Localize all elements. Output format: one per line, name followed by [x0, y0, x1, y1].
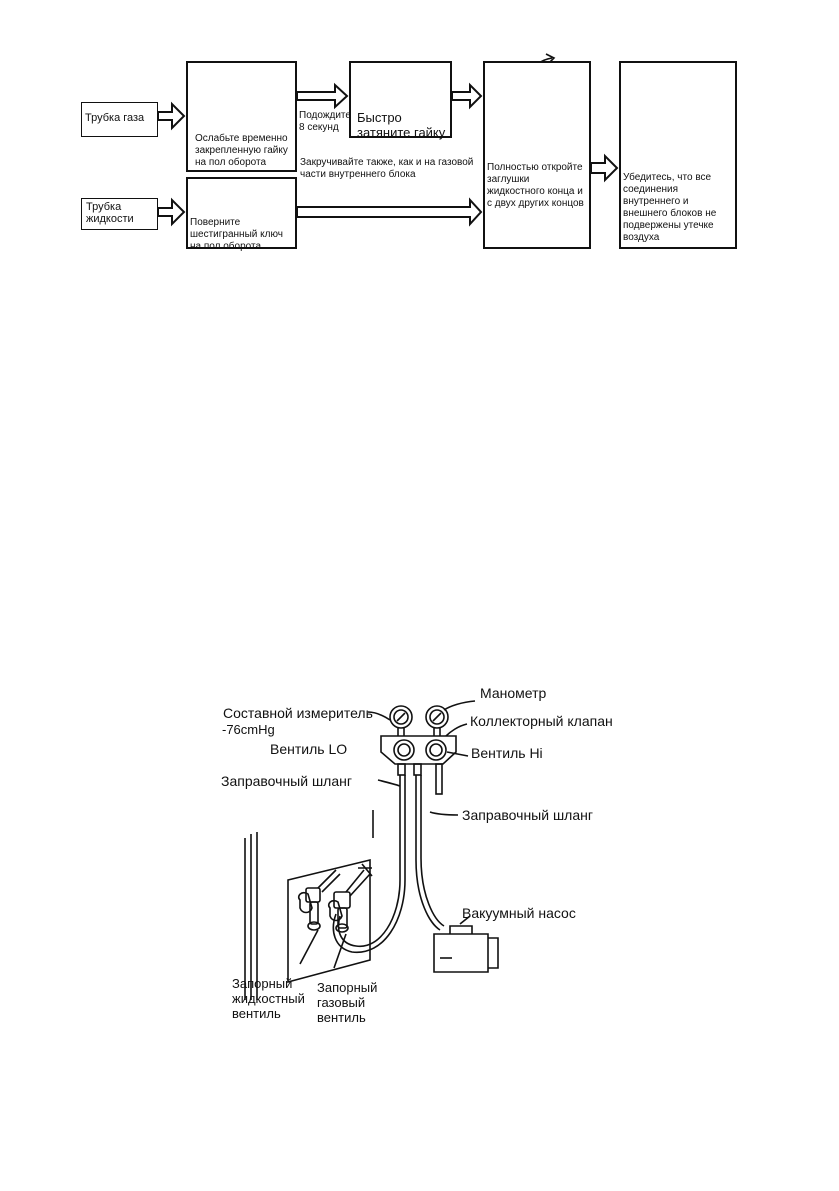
valve-hi-label: Вентиль Hi	[471, 745, 543, 761]
gas-pipe-label: Трубка газа	[85, 112, 145, 124]
step2-box	[349, 61, 452, 138]
wait-text: Подождите 8 секунд	[299, 110, 351, 133]
liquid-step-text: Поверните шестигранный ключ на пол оборо…	[190, 217, 283, 252]
pressure-gauge-label: Манометр	[480, 685, 547, 701]
step3-box	[483, 61, 591, 249]
step2-text: Быстро затяните гайку	[357, 110, 446, 140]
manifold-valve-label: Коллекторный клапан	[470, 713, 613, 729]
charge-hose-label-2: Заправочный шланг	[462, 807, 593, 823]
step3-text: Полностью откройте заглушки жидкостного …	[487, 162, 584, 209]
step4-box	[186, 177, 297, 249]
step5-box	[619, 61, 737, 249]
step1-text: Ослабьте временно закрепленную гайку на …	[195, 133, 288, 168]
liquid-stop-valve-label: Запорный жидкостный вентиль	[232, 976, 305, 1021]
compound-gauge-label: Составной измеритель	[223, 705, 373, 721]
liquid-pipe-box	[81, 198, 158, 230]
gas-stop-valve-label: Запорный газовый вентиль	[317, 980, 378, 1025]
step1-box	[186, 61, 297, 172]
step5-text: Убедитесь, что все соединения внутреннег…	[623, 172, 717, 243]
vacuum-value-label: -76cmHg	[222, 722, 275, 737]
gas-pipe-box	[81, 102, 158, 137]
liquid-pipe-label: Трубка жидкости	[86, 201, 134, 225]
charge-hose-label-1: Заправочный шланг	[221, 773, 352, 789]
same-as-gas-text: Закручивайте также, как и на газовой час…	[300, 157, 474, 180]
valve-lo-label: Вентиль LO	[270, 741, 348, 757]
vacuum-pump-label: Вакуумный насос	[462, 905, 576, 921]
